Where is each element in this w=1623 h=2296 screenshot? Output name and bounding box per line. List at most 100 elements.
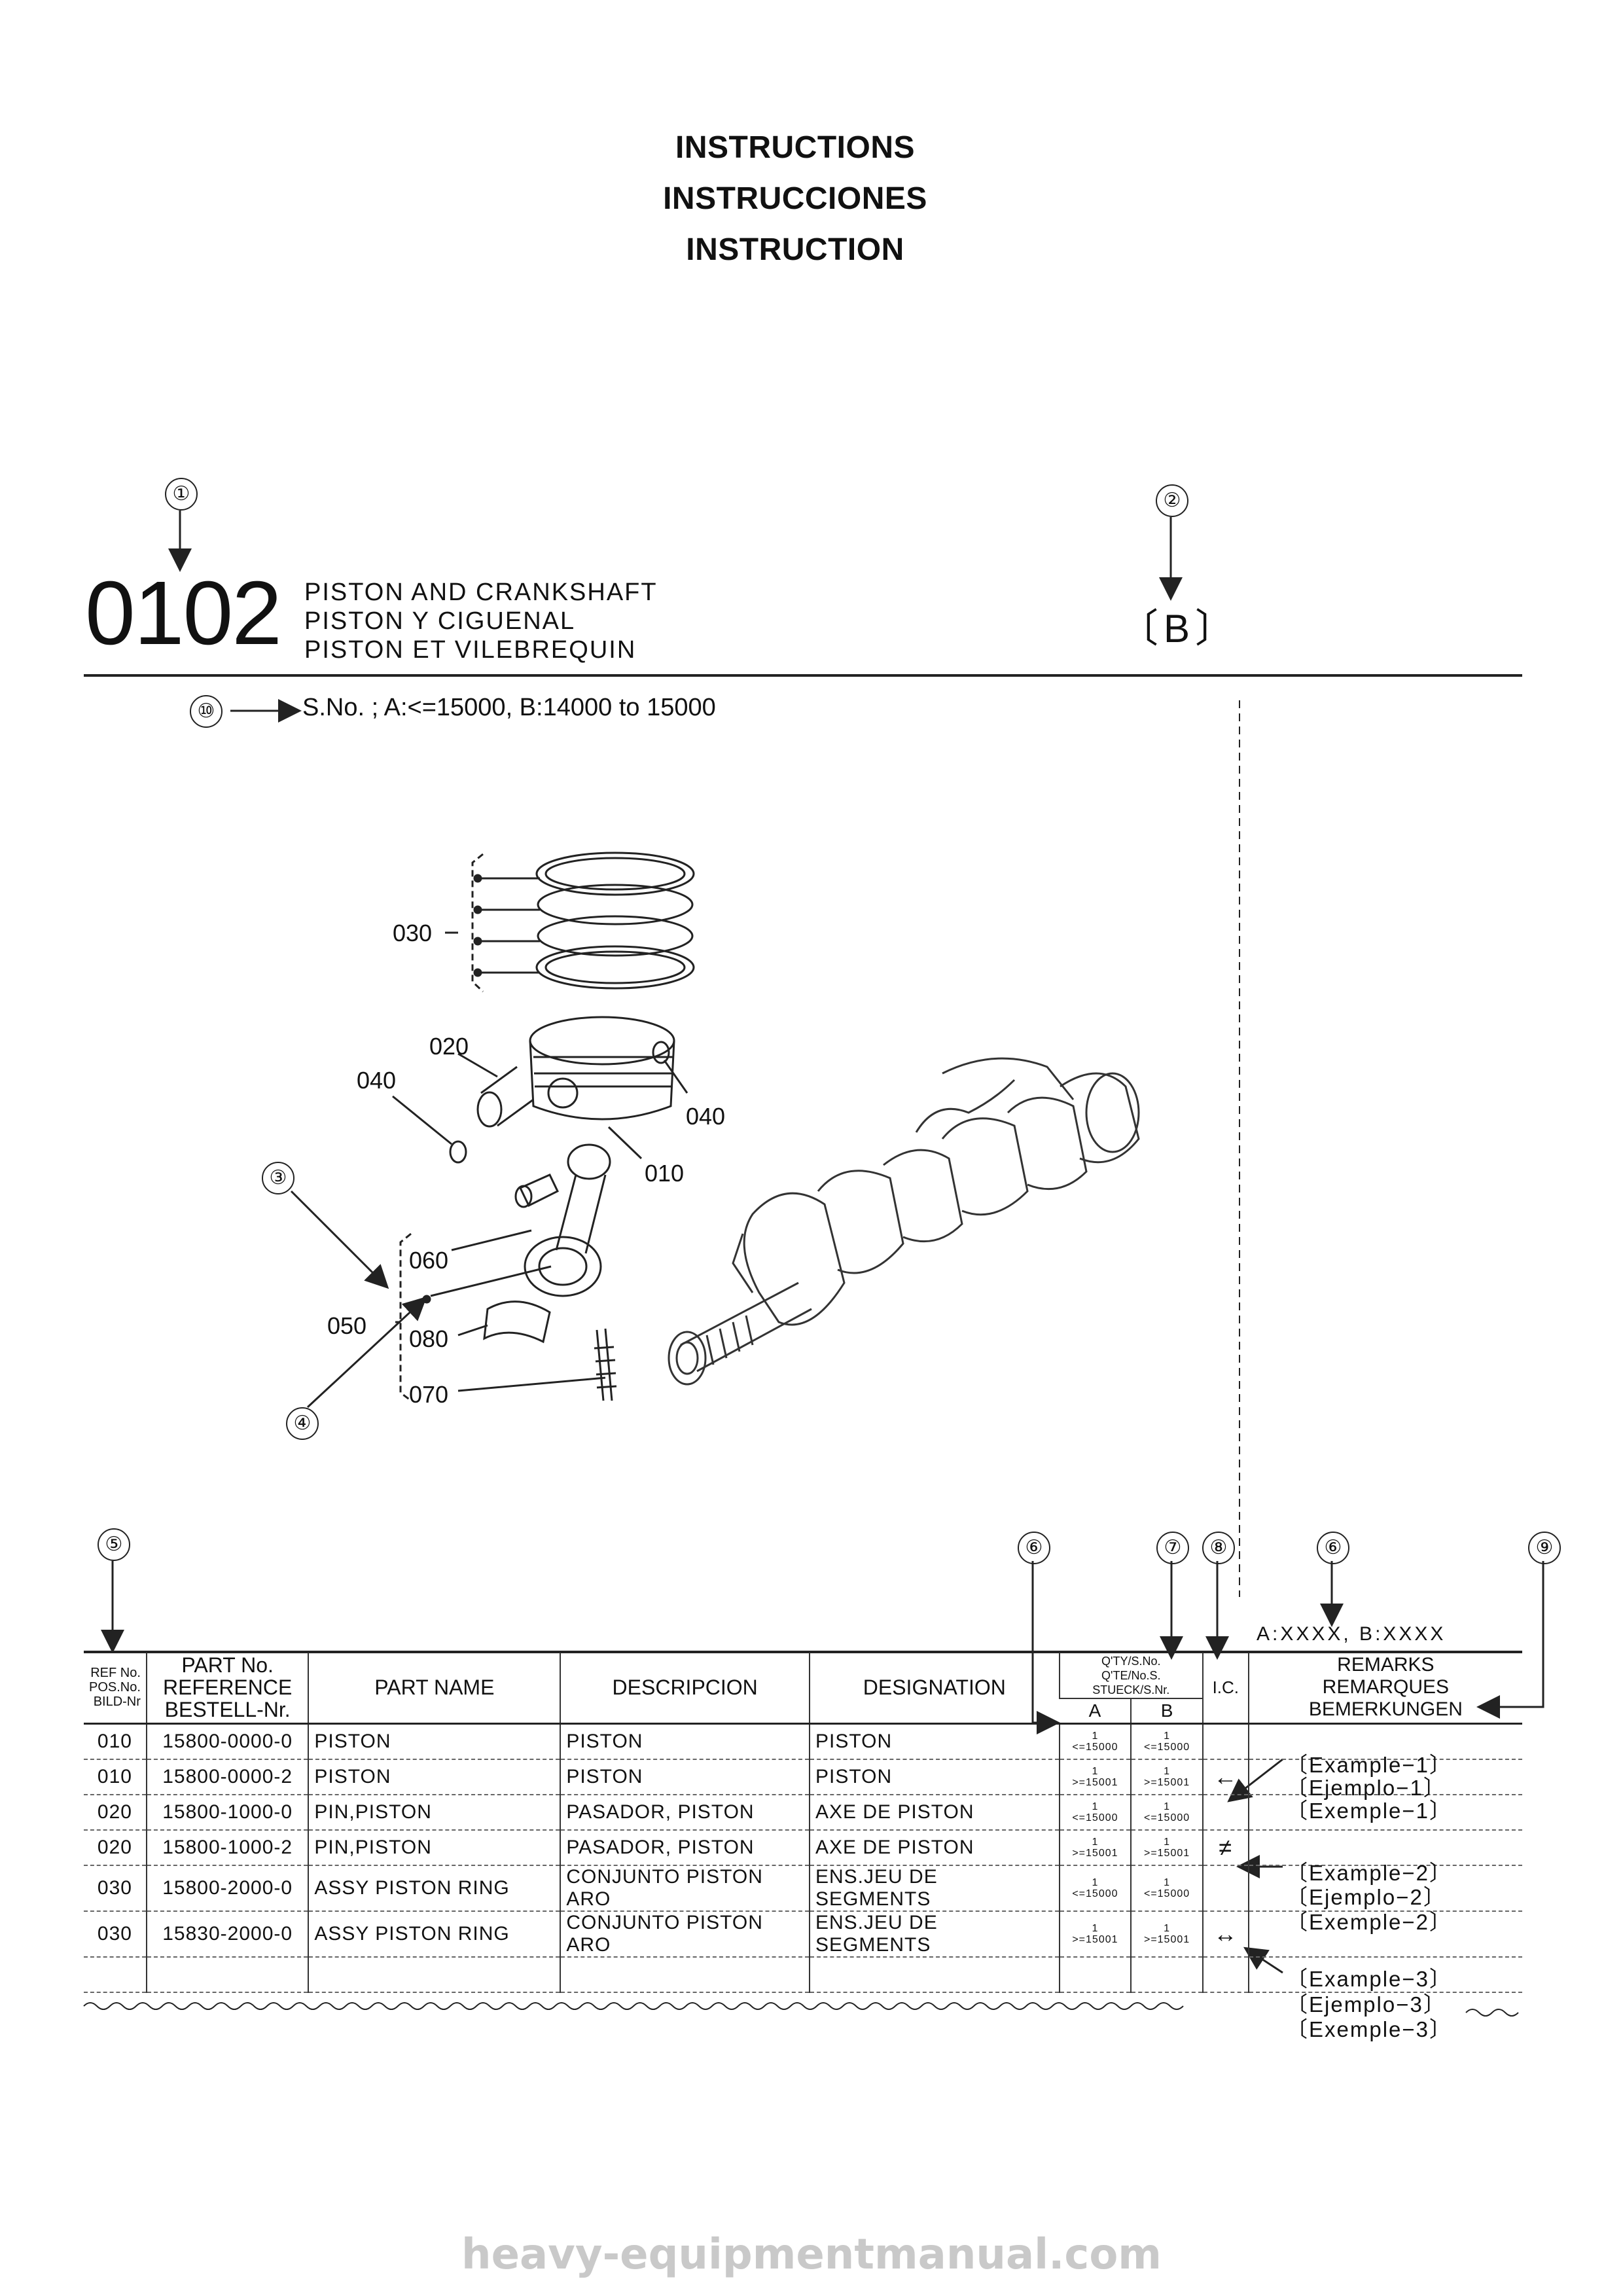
callout-5: ⑤ bbox=[98, 1528, 130, 1561]
remark-example-1: 〔Example−1〕 bbox=[1286, 1753, 1453, 1777]
serial-number-note: S.No. ; A:<=15000, B:14000 to 15000 bbox=[302, 694, 716, 721]
cell-ref-no: 010 bbox=[84, 1723, 147, 1760]
label-040-right: 040 bbox=[686, 1103, 726, 1130]
cell-qty-a: 1<=15000 bbox=[1058, 1723, 1132, 1760]
cell-ic bbox=[1202, 1794, 1249, 1831]
cell-ref-no: 020 bbox=[84, 1794, 147, 1831]
model-code: 〔B〕 bbox=[1119, 607, 1240, 651]
cell-empty bbox=[809, 1956, 1060, 1993]
cell-part-no: 15830-2000-0 bbox=[145, 1910, 309, 1958]
header-ic: I.C. bbox=[1202, 1653, 1249, 1723]
crankshaft-illustration bbox=[668, 1057, 1140, 1386]
cell-ref-no: 010 bbox=[84, 1759, 147, 1795]
cell-remarks bbox=[1247, 1723, 1522, 1760]
cell-empty bbox=[308, 1956, 561, 1993]
header-qty: Q'TY/S.No.Q'TE/No.S.STUECK/S.Nr. bbox=[1058, 1653, 1203, 1699]
cell-part-no: 15800-0000-0 bbox=[145, 1723, 309, 1760]
label-040-left: 040 bbox=[357, 1067, 397, 1094]
cell-part-name: ASSY PISTON RING bbox=[308, 1910, 561, 1958]
cell-part-no: 15800-1000-0 bbox=[145, 1794, 309, 1831]
cell-designation: PISTON bbox=[809, 1759, 1060, 1795]
cell-ref-no: 030 bbox=[84, 1865, 147, 1912]
header-qty-a: A bbox=[1088, 1700, 1101, 1721]
cell-qty-a: 1>=15001 bbox=[1058, 1829, 1132, 1866]
cell-designation: AXE DE PISTON bbox=[809, 1794, 1060, 1831]
cell-designation: AXE DE PISTON bbox=[809, 1829, 1060, 1866]
cell-part-no: 15800-0000-2 bbox=[145, 1759, 309, 1795]
section-name-spanish: PISTON Y CIGUENAL bbox=[304, 607, 576, 635]
cell-qty-a: 1>=15001 bbox=[1058, 1759, 1132, 1795]
cell-qty-b: 1>=15001 bbox=[1130, 1829, 1203, 1866]
cell-qty-a: 1>=15001 bbox=[1058, 1910, 1132, 1958]
callout-7: ⑦ bbox=[1156, 1532, 1189, 1564]
cell-empty bbox=[1130, 1956, 1203, 1993]
callout-9: ⑨ bbox=[1528, 1532, 1561, 1564]
label-070: 070 bbox=[409, 1381, 449, 1408]
header-designation: DESIGNATION bbox=[809, 1653, 1060, 1723]
callout-4: ④ bbox=[286, 1407, 319, 1440]
callout-10: ⑩ bbox=[190, 695, 223, 728]
cell-empty bbox=[1058, 1956, 1132, 1993]
cell-remarks bbox=[1247, 1865, 1522, 1912]
title-french: INSTRUCTION bbox=[686, 232, 904, 267]
callout-8: ⑧ bbox=[1202, 1532, 1235, 1564]
cell-designation: ENS.JEU DE SEGMENTS bbox=[809, 1865, 1060, 1912]
cell-ic: ≠ bbox=[1202, 1829, 1249, 1866]
table-row-empty bbox=[84, 1956, 1522, 1993]
label-010: 010 bbox=[645, 1160, 685, 1187]
cell-part-name: PISTON bbox=[308, 1723, 561, 1760]
cell-remarks bbox=[1247, 1829, 1522, 1866]
serial-example-header: A:XXXX, B:XXXX bbox=[1257, 1623, 1446, 1645]
cell-ref-no: 020 bbox=[84, 1829, 147, 1866]
cell-descripcion: PISTON bbox=[560, 1759, 810, 1795]
cell-empty bbox=[1247, 1956, 1522, 1993]
section-name-english: PISTON AND CRANKSHAFT bbox=[304, 579, 658, 606]
cell-part-name: PISTON bbox=[308, 1759, 561, 1795]
cell-descripcion: PASADOR, PISTON bbox=[560, 1794, 810, 1831]
cell-ic: ↔ bbox=[1202, 1910, 1249, 1958]
callout-3: ③ bbox=[262, 1162, 294, 1194]
remark-ejemplo-3: 〔Ejemplo−3〕 bbox=[1286, 1992, 1446, 2017]
remark-exemple-3: 〔Exemple−3〕 bbox=[1286, 2017, 1453, 2041]
cell-designation: PISTON bbox=[809, 1723, 1060, 1760]
cell-empty bbox=[560, 1956, 810, 1993]
cell-part-name: PIN,PISTON bbox=[308, 1829, 561, 1866]
remark-exemple-1: 〔Exemple−1〕 bbox=[1286, 1799, 1453, 1823]
header-part-name: PART NAME bbox=[308, 1653, 561, 1723]
cell-ic: ← bbox=[1202, 1759, 1249, 1795]
remark-ejemplo-2: 〔Ejemplo−2〕 bbox=[1286, 1885, 1446, 1909]
cell-qty-a: 1<=15000 bbox=[1058, 1794, 1132, 1831]
cell-ref-no: 030 bbox=[84, 1910, 147, 1958]
cell-empty bbox=[84, 1956, 147, 1993]
cell-descripcion: CONJUNTO PISTON ARO bbox=[560, 1865, 810, 1912]
callout-6-left: ⑥ bbox=[1018, 1532, 1050, 1564]
callout-1: ① bbox=[165, 478, 198, 511]
remark-ejemplo-1: 〔Ejemplo−1〕 bbox=[1286, 1776, 1446, 1800]
label-030: 030 bbox=[393, 920, 433, 946]
callout-3-arrow bbox=[290, 1190, 389, 1289]
remark-exemple-2: 〔Exemple−2〕 bbox=[1286, 1910, 1453, 1934]
cell-qty-b: 1<=15000 bbox=[1130, 1723, 1203, 1760]
cell-ic bbox=[1202, 1865, 1249, 1912]
cell-qty-b: 1<=15000 bbox=[1130, 1865, 1203, 1912]
label-020: 020 bbox=[429, 1033, 469, 1060]
cell-part-no: 15800-2000-0 bbox=[145, 1865, 309, 1912]
cell-descripcion: PISTON bbox=[560, 1723, 810, 1760]
label-060: 060 bbox=[409, 1247, 449, 1274]
section-number: 0102 bbox=[85, 563, 282, 664]
cell-qty-a: 1<=15000 bbox=[1058, 1865, 1132, 1912]
title-spanish: INSTRUCCIONES bbox=[663, 181, 927, 216]
cell-remarks bbox=[1247, 1794, 1522, 1831]
title-english: INSTRUCTIONS bbox=[675, 130, 915, 165]
cell-designation: ENS.JEU DE SEGMENTS bbox=[809, 1910, 1060, 1958]
cell-remarks bbox=[1247, 1759, 1522, 1795]
section-name-french: PISTON ET VILEBREQUIN bbox=[304, 636, 637, 664]
